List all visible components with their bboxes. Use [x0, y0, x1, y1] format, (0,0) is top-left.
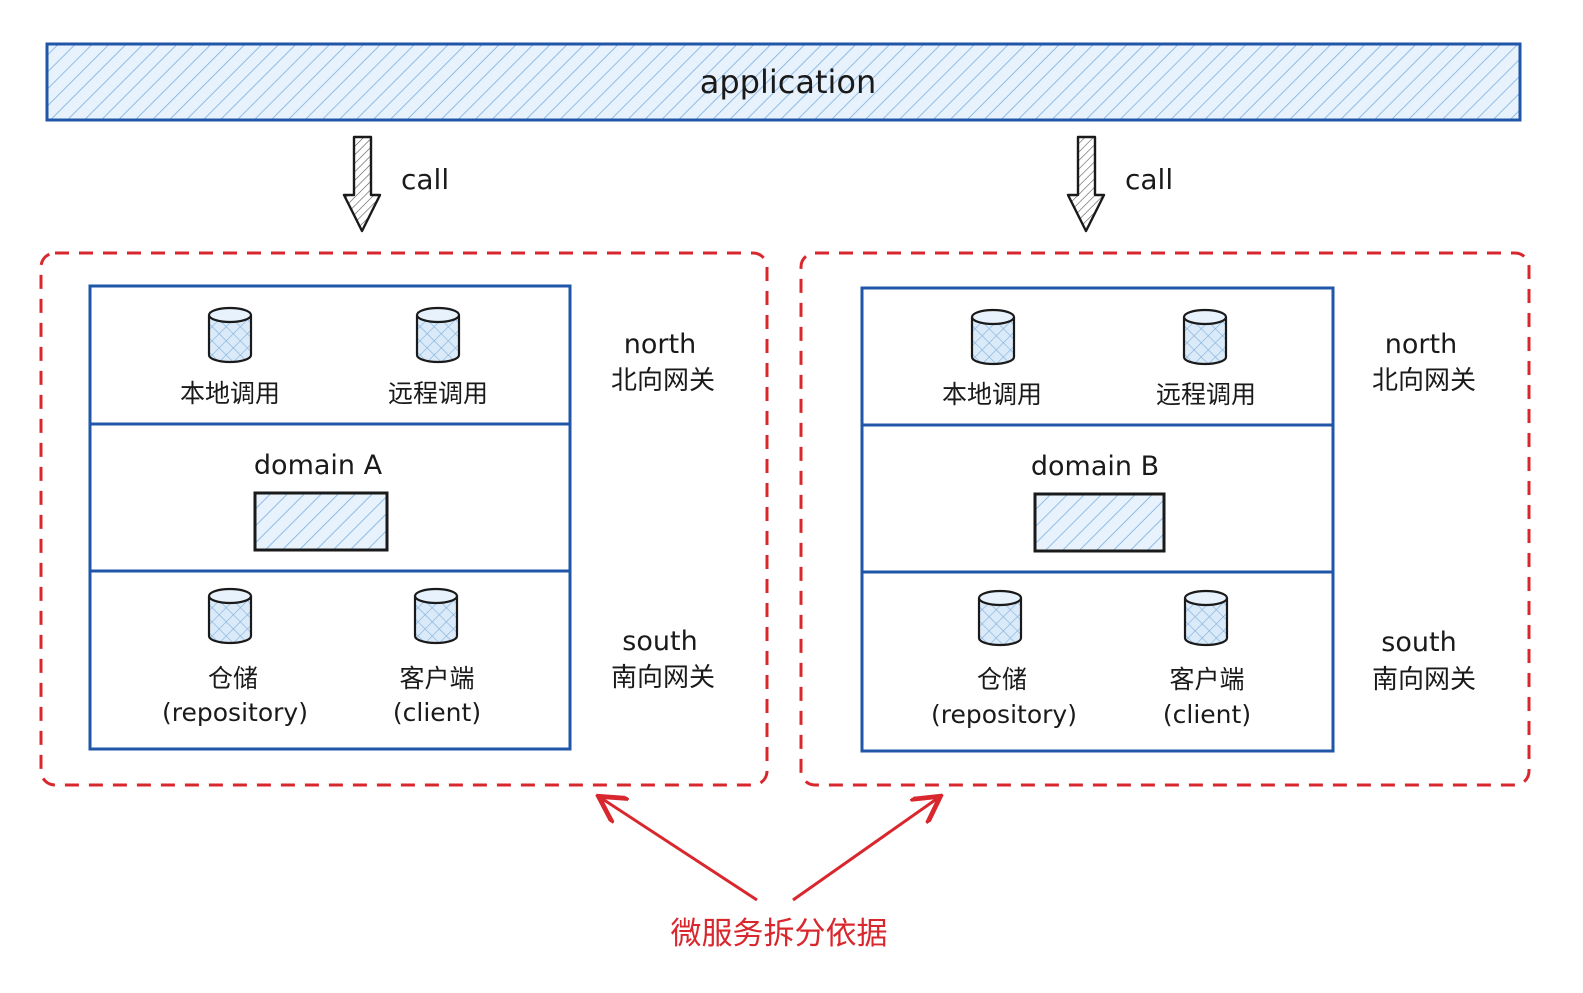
south-gateway-label-b: 南向网关	[1372, 665, 1476, 695]
annotation-label: 微服务拆分依据	[671, 916, 888, 952]
call-label-left: call	[401, 163, 449, 196]
service-boundary-a	[39, 251, 769, 787]
south-left-sub-a: (repository)	[162, 698, 308, 727]
database-icon	[977, 589, 1023, 647]
database-icon	[413, 587, 459, 645]
south-right-label-a: 客户端	[399, 664, 474, 693]
south-right-sub-b: (client)	[1163, 700, 1251, 729]
south-layer-a: 仓储 (repository) 客户端 (client)	[162, 587, 481, 727]
north-gateway-label-b: 北向网关	[1372, 366, 1476, 396]
domain-label-a: domain A	[254, 450, 383, 481]
database-icon	[1182, 308, 1228, 366]
north-right-label-a: 远程调用	[388, 379, 488, 408]
domain-block-a	[253, 491, 389, 552]
south-left-label-b: 仓储	[977, 665, 1027, 694]
north-side-label-a: north	[624, 329, 696, 360]
call-label-right: call	[1125, 163, 1173, 196]
north-gateway-label-a: 北向网关	[611, 366, 715, 396]
microservice-b: 本地调用 远程调用 domain B 仓储 (repository) 客户端 (…	[799, 251, 1531, 787]
domain-layer-b: domain B	[1031, 451, 1166, 553]
north-side-label-b: north	[1385, 329, 1457, 360]
south-gateway-label-a: 南向网关	[611, 663, 715, 693]
database-icon	[970, 308, 1016, 366]
service-boundary-b	[799, 251, 1531, 787]
call-arrow-right: call	[1066, 135, 1173, 233]
south-left-label-a: 仓储	[208, 664, 258, 693]
south-layer-b: 仓储 (repository) 客户端 (client)	[931, 589, 1251, 729]
application-bar: application	[45, 42, 1522, 122]
north-left-label-a: 本地调用	[180, 379, 280, 408]
south-right-sub-a: (client)	[393, 698, 481, 727]
north-layer-b: 本地调用 远程调用	[942, 308, 1256, 409]
call-arrow-left: call	[342, 135, 449, 233]
south-side-label-a: south	[622, 626, 697, 657]
database-icon	[1183, 589, 1229, 647]
south-side-label-b: south	[1381, 627, 1456, 658]
annotation-arrow-right	[792, 798, 938, 902]
microservice-a: 本地调用 远程调用 domain A 仓储 (repository) 客户端 (…	[39, 251, 769, 787]
north-layer-a: 本地调用 远程调用	[180, 306, 488, 408]
database-icon	[415, 306, 461, 364]
database-icon	[207, 306, 253, 364]
north-left-label-b: 本地调用	[942, 380, 1042, 409]
south-left-sub-b: (repository)	[931, 700, 1077, 729]
annotation-arrows	[601, 798, 938, 902]
annotation-arrow-left	[601, 798, 758, 902]
database-icon	[207, 587, 253, 645]
domain-layer-a: domain A	[253, 450, 389, 552]
north-right-label-b: 远程调用	[1156, 380, 1256, 409]
domain-label-b: domain B	[1031, 451, 1159, 482]
domain-block-b	[1033, 492, 1166, 553]
south-right-label-b: 客户端	[1169, 665, 1244, 694]
application-label: application	[700, 63, 877, 101]
